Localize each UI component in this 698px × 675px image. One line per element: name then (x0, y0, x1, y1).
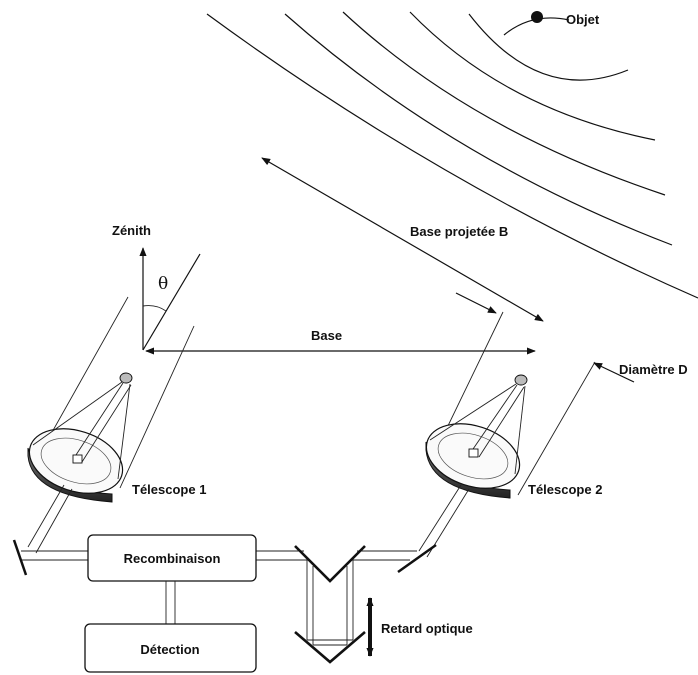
object-point (531, 11, 543, 23)
theta-symbol: θ (158, 274, 168, 294)
detection-box (84, 623, 257, 673)
pointing-direction (142, 253, 201, 351)
telescope1 (27, 372, 133, 503)
mirror-left (12, 539, 28, 576)
mirror-right (397, 543, 437, 574)
recombination-to-detection-beam (165, 581, 176, 624)
telescope2-label: Télescope 2 (528, 482, 602, 497)
delay-line (294, 545, 366, 664)
telescope1-label: Télescope 1 (132, 482, 206, 497)
projected-base-label: Base projetée B (410, 224, 508, 239)
object-label: Objet (566, 12, 600, 27)
detection-label: Détection (140, 642, 199, 657)
diameter-arrow-left (455, 292, 497, 314)
horizontal-beam-right (256, 550, 417, 561)
diameter-label: Diamètre D (619, 362, 688, 377)
telescope1-feed-beam (27, 484, 73, 554)
recombination-box (87, 534, 257, 582)
telescope2 (425, 374, 528, 499)
telescope2-feed-beam (418, 484, 470, 558)
base-label: Base (311, 328, 342, 343)
projected-base-arrow (261, 157, 544, 322)
theta-arc (142, 305, 167, 312)
wavefronts (206, 11, 698, 299)
zenith-label: Zénith (112, 223, 151, 238)
diameter-arrow-right (593, 362, 635, 383)
recombination-label: Recombinaison (124, 551, 221, 566)
optical-delay-label: Retard optique (381, 621, 473, 636)
horizontal-beam-left (21, 550, 88, 561)
